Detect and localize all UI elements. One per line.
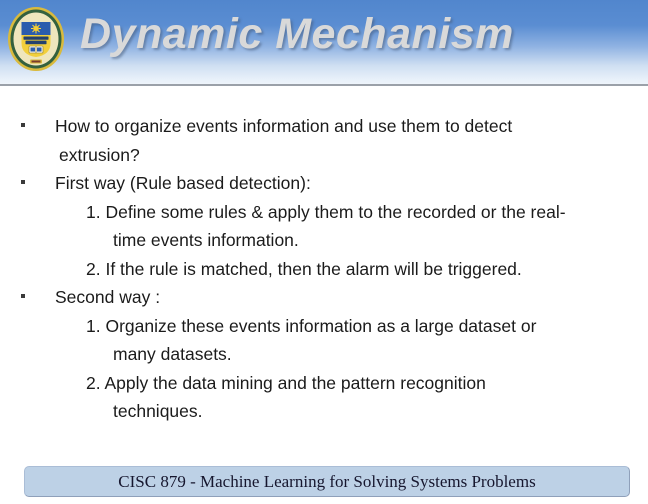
body-line: Second way :: [0, 283, 648, 312]
body-line: First way (Rule based detection):: [0, 169, 648, 198]
body-line: extrusion?: [0, 141, 648, 170]
body-line-text: techniques.: [113, 401, 203, 421]
bullet-icon: [21, 123, 25, 127]
university-seal-icon: [8, 7, 64, 71]
body-line-text: 1. Define some rules & apply them to the…: [86, 201, 566, 222]
body-line: 2. If the rule is matched, then the alar…: [0, 255, 648, 284]
body-line: 2. Apply the data mining and the pattern…: [0, 369, 648, 398]
bullet-icon: [21, 180, 25, 184]
body-line-text: 1. Organize these events information as …: [86, 315, 537, 336]
footer-bar: CISC 879 - Machine Learning for Solving …: [24, 466, 630, 497]
footer-course-label: CISC 879 - Machine Learning for Solving …: [118, 471, 536, 491]
bullet-icon: [21, 294, 25, 298]
body-line-text: 2. Apply the data mining and the pattern…: [86, 372, 486, 393]
page-title: Dynamic Mechanism: [80, 10, 514, 58]
slide-body-text: How to organize events information and u…: [0, 112, 648, 426]
body-line: techniques.: [0, 397, 648, 426]
body-line-text: How to organize events information and u…: [55, 116, 513, 136]
body-line: time events information.: [0, 226, 648, 255]
body-line: many datasets.: [0, 340, 648, 369]
body-line: 1. Define some rules & apply them to the…: [0, 198, 648, 227]
body-line-text: extrusion?: [59, 144, 140, 165]
body-line-text: First way (Rule based detection):: [55, 173, 311, 193]
body-line-text: Second way :: [55, 287, 161, 307]
body-line-text: many datasets.: [113, 344, 232, 364]
body-line-text: time events information.: [113, 230, 299, 250]
body-line-text: 2. If the rule is matched, then the alar…: [86, 258, 522, 279]
body-line: How to organize events information and u…: [0, 112, 648, 141]
slide-header: Dynamic Mechanism: [0, 0, 648, 86]
body-line: 1. Organize these events information as …: [0, 312, 648, 341]
